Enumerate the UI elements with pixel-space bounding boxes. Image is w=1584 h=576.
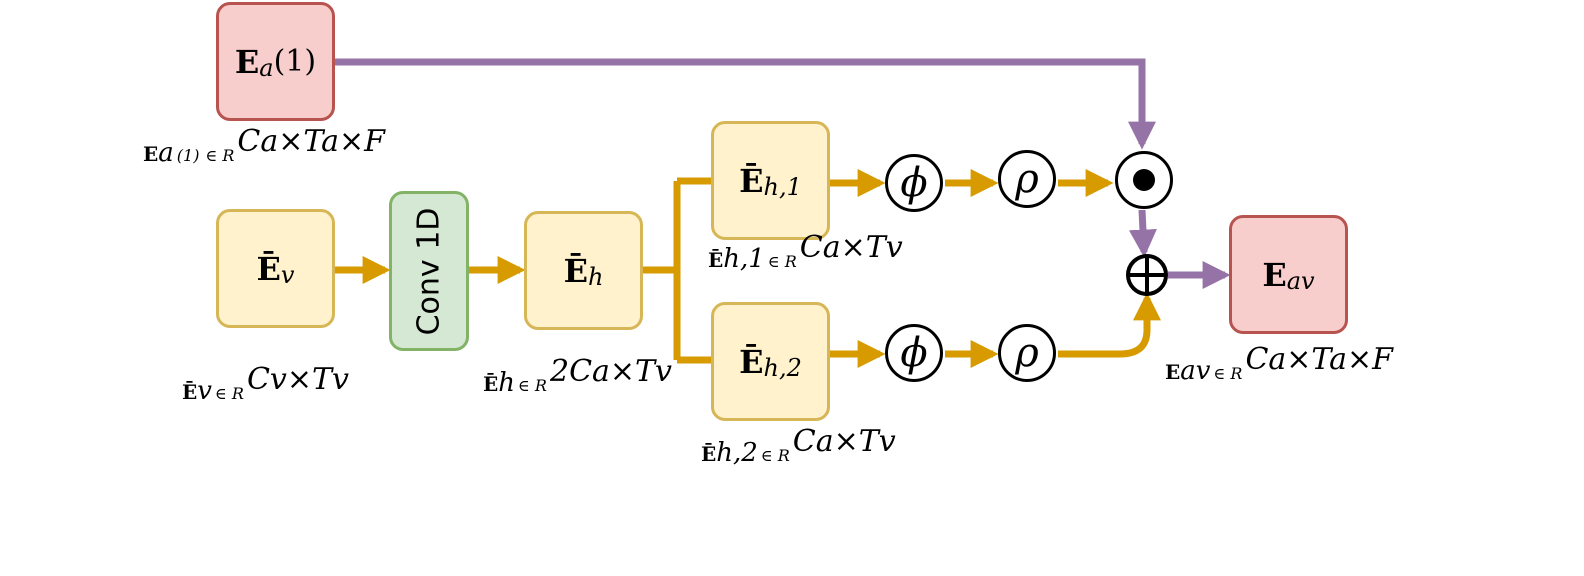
dim-ev-in: ∈ R [214,384,244,403]
rho-symbol-bottom: ρ [1015,330,1039,376]
dim-eh-base: Ē [483,372,499,396]
node-ea1-base: E [234,42,260,81]
split-eh [643,177,711,364]
node-eh1-base: Ē [739,161,764,200]
dim-ev-sup: Cv×Tv [246,362,349,397]
phi-symbol-bottom: ϕ [900,330,928,376]
dim-eav-sup: Ca×Ta×F [1245,342,1393,377]
dim-eh1-sup: Ca×Tv [799,230,903,265]
hadamard-dot [1133,169,1155,191]
dim-ea1-arg: (1) [176,146,200,165]
dim-ev-sub: v [197,376,212,406]
dim-eh1-sub: h,1 [723,244,765,274]
add-icon [1126,254,1168,296]
dim-eh-sub: h [498,368,515,398]
dim-eav-in: ∈ R [1213,364,1243,383]
phi-op-bottom: ϕ [885,324,943,382]
node-eh-sub: h [587,262,604,291]
hadamard-product-icon [1115,151,1173,209]
arrow-rho-to-add [1058,292,1161,358]
dim-eav-base: E [1165,360,1181,384]
dim-ev-base: Ē [182,380,198,404]
node-ea1-suffix: (1) [273,44,317,79]
arrow-hadamard-to-add [1128,209,1157,258]
rho-symbol-top: ρ [1015,156,1039,202]
node-ea1-sub: a [259,53,274,82]
dim-ea1-sub: a [158,138,174,168]
node-eh1-sub: h,1 [763,172,802,201]
dim-eh2-in: ∈ R [760,446,790,465]
node-conv1d: Conv 1D [389,191,469,351]
node-ev-sub: v [280,260,295,289]
dim-ea1-base: E [143,142,159,166]
dim-eh2-sup: Ca×Tv [792,424,896,459]
dim-eh-sup: 2Ca×Tv [549,354,673,389]
dim-ea1-in: ∈ R [205,146,235,165]
dim-ea1-sup: Ca×Ta×F [237,124,385,159]
rho-op-top: ρ [998,150,1056,208]
node-eav-base: E [1262,255,1287,294]
dim-eh1-in: ∈ R [767,252,797,271]
node-eh2-base: Ē [739,342,764,381]
phi-symbol-top: ϕ [900,160,928,206]
node-eav-sub: av [1286,266,1315,295]
dim-eh1-base: Ē [708,248,724,272]
dim-eav-sub: av [1180,356,1211,386]
dim-eh2-sub: h,2 [716,438,758,468]
node-eh-base: Ē [563,251,588,290]
dim-eh-in: ∈ R [518,376,547,395]
node-ev-base: Ē [256,249,281,288]
node-eh2-sub: h,2 [763,353,802,382]
rho-op-bottom: ρ [998,324,1056,382]
node-conv1d-label: Conv 1D [411,207,447,335]
dim-eh2-base: Ē [701,442,717,466]
arrow-ea1-to-hadamard [335,58,1156,150]
phi-op-top: ϕ [885,154,943,212]
